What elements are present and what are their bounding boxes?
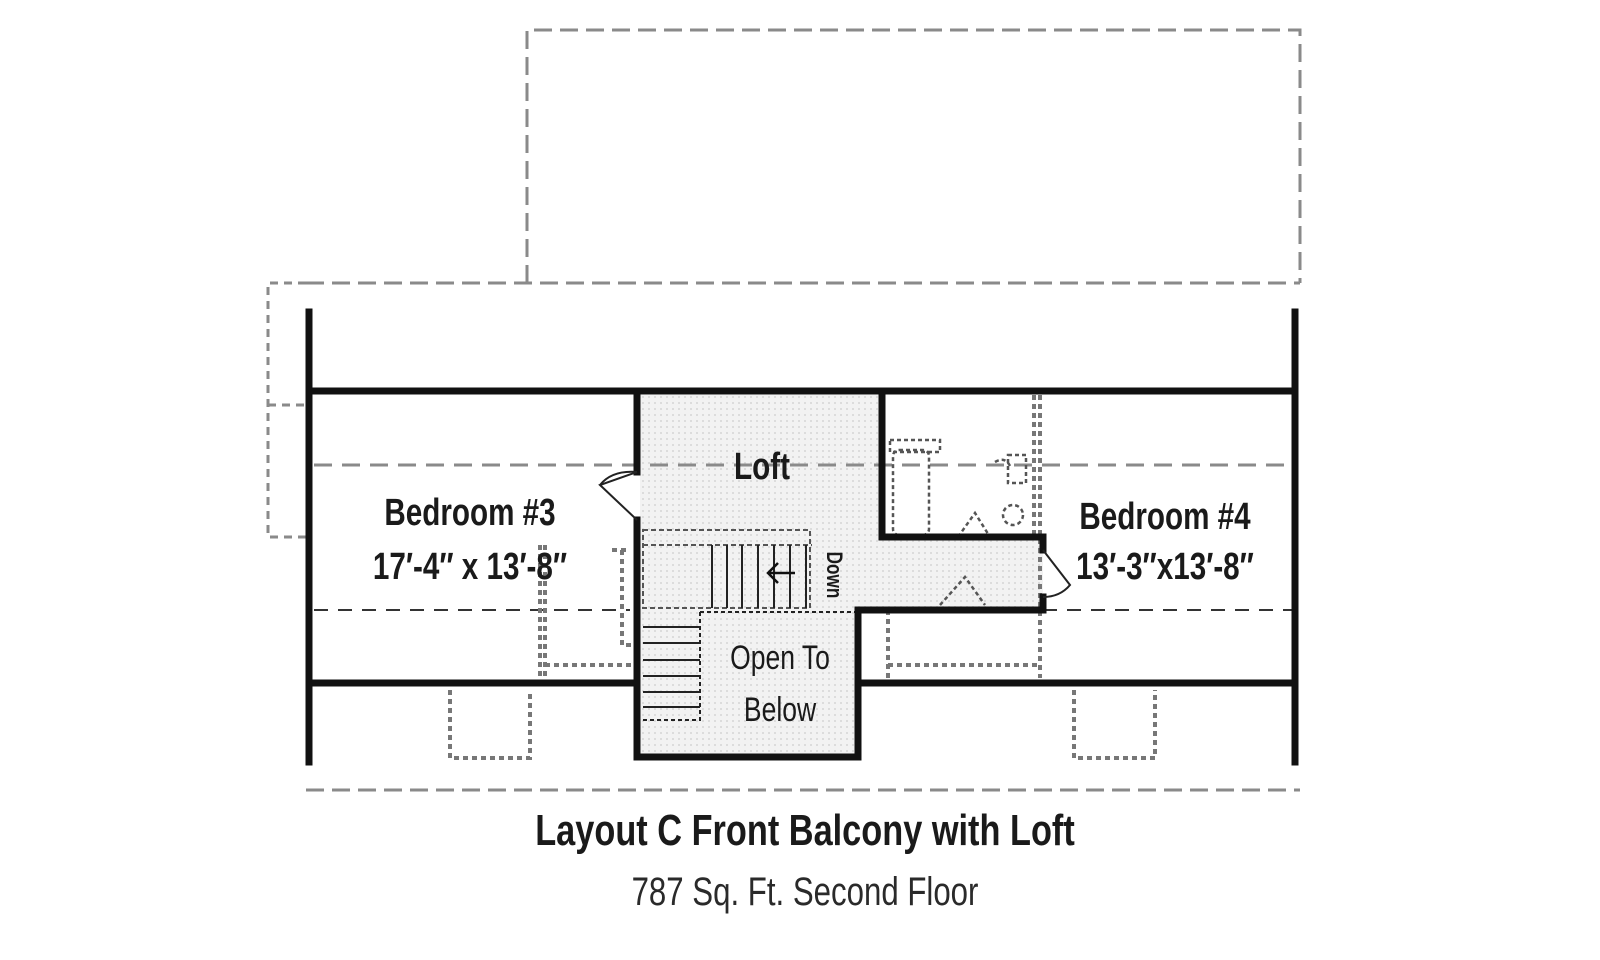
dotted-details xyxy=(448,395,1157,760)
walls xyxy=(305,308,1299,766)
roof-outline xyxy=(306,28,1302,792)
plan-subtitle: 787 Sq. Ft. Second Floor xyxy=(631,870,979,914)
open-to-below-line2: Below xyxy=(743,691,817,729)
loft-hatch xyxy=(640,395,1043,757)
stair-down-label: Down xyxy=(822,551,847,599)
arrow-left-icon xyxy=(766,562,795,584)
room-dims-bedroom3: 17′-4″ x 13′-8″ xyxy=(372,546,568,588)
room-dims-bedroom4: 13′-3″x13′-8″ xyxy=(1076,546,1254,588)
staircase xyxy=(642,529,858,721)
left-bump-outline xyxy=(266,281,306,539)
room-name-bedroom4: Bedroom #4 xyxy=(1079,496,1251,538)
room-name-bedroom3: Bedroom #3 xyxy=(384,492,556,534)
open-to-below-line1: Open To xyxy=(730,639,830,677)
doors xyxy=(598,470,1072,598)
room-name-loft: Loft xyxy=(734,446,790,488)
plan-title: Layout C Front Balcony with Loft xyxy=(535,806,1075,855)
